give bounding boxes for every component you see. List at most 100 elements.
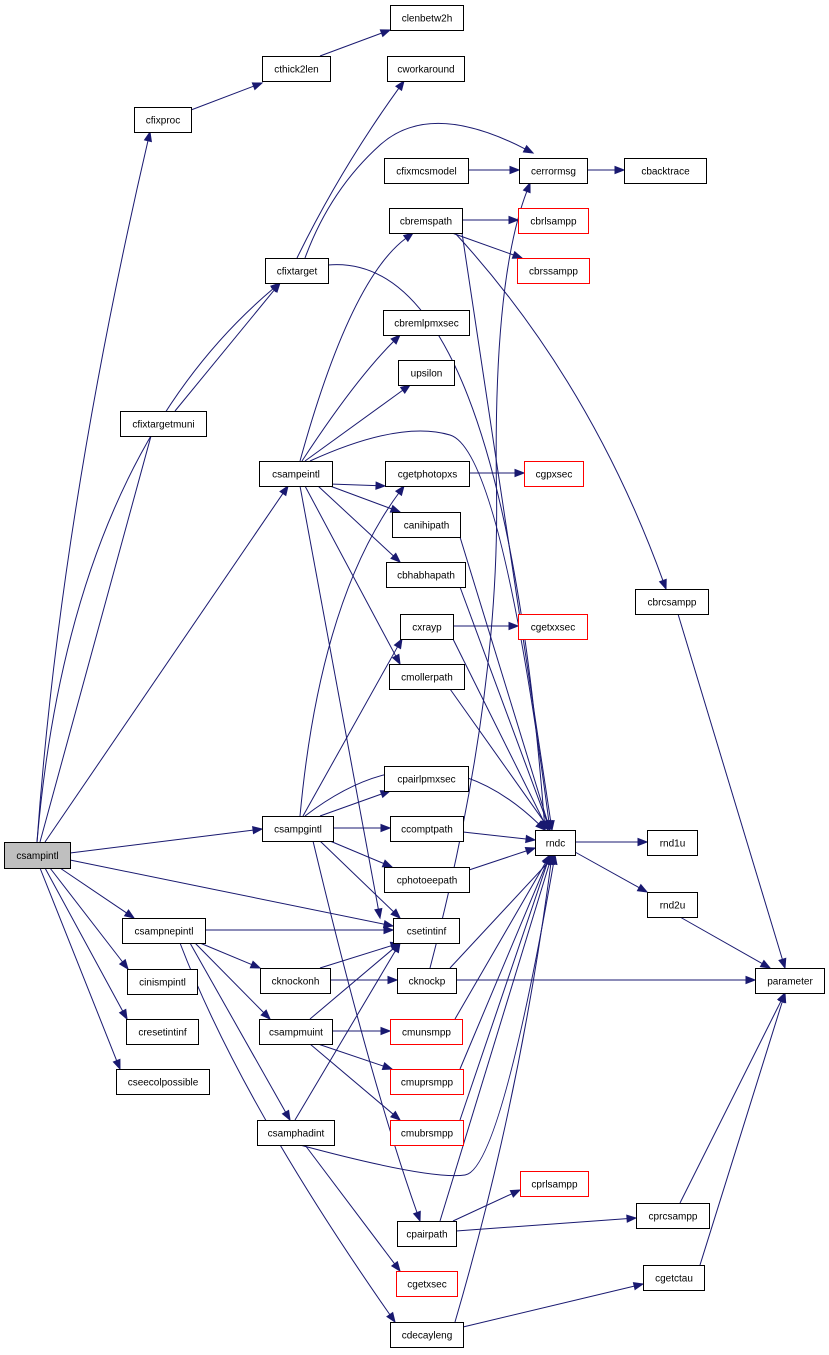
node-cfixtarget[interactable]: cfixtarget <box>265 258 329 284</box>
edge-cfixtargetmuni-to-cfixtarget <box>174 281 281 412</box>
edge-csampeintl-to-cbremlpmxsec <box>301 334 401 462</box>
node-label: cfixmcsmodel <box>396 167 457 178</box>
node-cfixmcsmodel[interactable]: cfixmcsmodel <box>384 158 469 184</box>
node-cknockonh[interactable]: cknockonh <box>260 968 331 994</box>
node-cgetphotopxs[interactable]: cgetphotopxs <box>385 461 470 487</box>
node-label: cfixtargetmuni <box>132 420 194 431</box>
node-canihipath[interactable]: canihipath <box>392 512 461 538</box>
node-cgetxsec[interactable]: cgetxsec <box>396 1271 458 1297</box>
node-label: ccomptpath <box>401 825 453 836</box>
edge-csampgintl-to-cgetphotopxs <box>299 484 405 817</box>
edge-cgetctau-to-parameter <box>699 991 787 1266</box>
node-cfixtargetmuni[interactable]: cfixtargetmuni <box>120 411 207 437</box>
node-label: upsilon <box>411 369 443 380</box>
node-upsilon[interactable]: upsilon <box>398 360 455 386</box>
edge-csampeintl-to-cmollerpath <box>304 485 401 666</box>
edge-csampgintl-to-csetintinf <box>319 840 401 919</box>
edge-csampgintl-to-cpairpath <box>312 840 421 1223</box>
edge-csampeintl-to-cbhabhapath <box>317 485 402 563</box>
node-label: cprlsampp <box>531 1180 578 1191</box>
node-cbremspath[interactable]: cbremspath <box>389 208 463 234</box>
edge-csampmuint-to-cmunsmpp <box>332 1026 392 1036</box>
node-cgetxxsec[interactable]: cgetxxsec <box>518 614 588 640</box>
node-label: csampnepintl <box>135 927 194 938</box>
node-cprcsampp[interactable]: cprcsampp <box>636 1203 710 1229</box>
edge-cknockp-to-parameter <box>456 975 757 985</box>
edge-csampeintl-to-cgetphotopxs <box>329 481 387 490</box>
edge-csampintl-to-cseecolpossible <box>39 867 121 1071</box>
node-label: cthick2len <box>274 65 318 76</box>
node-cmuprsmpp[interactable]: cmuprsmpp <box>390 1069 464 1095</box>
node-rnd2u[interactable]: rnd2u <box>647 892 698 918</box>
edge-cdecayleng-to-rndc <box>454 853 555 1323</box>
edge-csampintl-to-csampnepintl <box>59 867 136 919</box>
node-label: canihipath <box>404 521 450 532</box>
node-csamphadint[interactable]: csamphadint <box>257 1120 335 1146</box>
node-label: cpairlpmxsec <box>397 775 455 786</box>
node-label: csampmuint <box>269 1028 323 1039</box>
node-cworkaround[interactable]: cworkaround <box>387 56 465 82</box>
node-rnd1u[interactable]: rnd1u <box>647 830 698 856</box>
node-cbrlsampp[interactable]: cbrlsampp <box>518 208 589 234</box>
node-cresetintinf[interactable]: cresetintinf <box>126 1019 199 1045</box>
edge-csampintl-to-csampgintl <box>69 825 264 854</box>
edge-cdecayleng-to-cgetctau <box>462 1282 645 1328</box>
node-label: cpairpath <box>406 1230 447 1241</box>
node-csampeintl[interactable]: csampeintl <box>259 461 333 487</box>
node-label: cknockp <box>409 977 446 988</box>
node-parameter[interactable]: parameter <box>755 968 825 994</box>
node-label: cbhabhapath <box>397 571 455 582</box>
node-cmunsmpp[interactable]: cmunsmpp <box>390 1019 463 1045</box>
nodes-layer: csampintlcfixproccthick2lenclenbetw2hcwo… <box>4 5 825 1348</box>
node-cmollerpath[interactable]: cmollerpath <box>389 664 465 690</box>
node-cxrayp[interactable]: cxrayp <box>400 614 454 640</box>
edge-csampintl-to-csetintinf <box>69 859 395 929</box>
node-label: cfixproc <box>146 116 180 127</box>
edge-cerrormsg-to-cbacktrace <box>587 165 626 175</box>
node-cpairlpmxsec[interactable]: cpairlpmxsec <box>384 766 469 792</box>
node-cknockp[interactable]: cknockp <box>397 968 457 994</box>
node-cmubrsmpp[interactable]: cmubrsmpp <box>390 1120 464 1146</box>
node-cprlsampp[interactable]: cprlsampp <box>520 1171 589 1197</box>
node-csampgintl[interactable]: csampgintl <box>262 816 334 842</box>
node-cgetctau[interactable]: cgetctau <box>643 1265 705 1291</box>
node-label: cseecolpossible <box>128 1078 199 1089</box>
node-clenbetw2h[interactable]: clenbetw2h <box>390 5 464 31</box>
edge-cbrcsampp-to-parameter <box>677 613 787 970</box>
node-label: parameter <box>767 977 813 988</box>
edge-csampintl-to-cresetintinf <box>44 867 128 1021</box>
node-cseecolpossible[interactable]: cseecolpossible <box>116 1069 210 1095</box>
node-cphotoeepath[interactable]: cphotoeepath <box>384 867 470 893</box>
node-cinismpintl[interactable]: cinismpintl <box>127 969 198 995</box>
node-label: rndc <box>546 839 565 850</box>
node-cgpxsec[interactable]: cgpxsec <box>524 461 584 487</box>
node-cdecayleng[interactable]: cdecayleng <box>390 1322 464 1348</box>
edge-cbremspath-to-cbrlsampp <box>462 215 520 225</box>
edge-cthick2len-to-clenbetw2h <box>319 29 392 57</box>
node-rndc[interactable]: rndc <box>535 830 576 856</box>
node-cbhabhapath[interactable]: cbhabhapath <box>386 562 466 588</box>
node-csampnepintl[interactable]: csampnepintl <box>122 918 206 944</box>
node-cbremlpmxsec[interactable]: cbremlpmxsec <box>383 310 470 336</box>
node-label: cerrormsg <box>531 167 576 178</box>
node-cbacktrace[interactable]: cbacktrace <box>624 158 707 184</box>
node-label: cbacktrace <box>641 167 690 178</box>
node-csetintinf[interactable]: csetintinf <box>393 918 460 944</box>
node-cthick2len[interactable]: cthick2len <box>262 56 331 82</box>
node-label: csampeintl <box>272 470 320 481</box>
node-cfixproc[interactable]: cfixproc <box>134 107 192 133</box>
edge-csampeintl-to-cbremspath <box>299 232 415 462</box>
node-label: cdecayleng <box>402 1331 453 1342</box>
node-csampmuint[interactable]: csampmuint <box>259 1019 333 1045</box>
node-label: cbrcsampp <box>648 598 697 609</box>
edge-cpairpath-to-cprcsampp <box>455 1214 638 1232</box>
node-label: cprcsampp <box>649 1212 698 1223</box>
node-ccomptpath[interactable]: ccomptpath <box>390 816 464 842</box>
node-cbrssampp[interactable]: cbrssampp <box>517 258 590 284</box>
node-label: csamphadint <box>268 1129 325 1140</box>
node-cpairpath[interactable]: cpairpath <box>397 1221 457 1247</box>
node-cbrcsampp[interactable]: cbrcsampp <box>635 589 709 615</box>
node-cerrormsg[interactable]: cerrormsg <box>519 158 588 184</box>
node-label: cgetctau <box>655 1274 693 1285</box>
